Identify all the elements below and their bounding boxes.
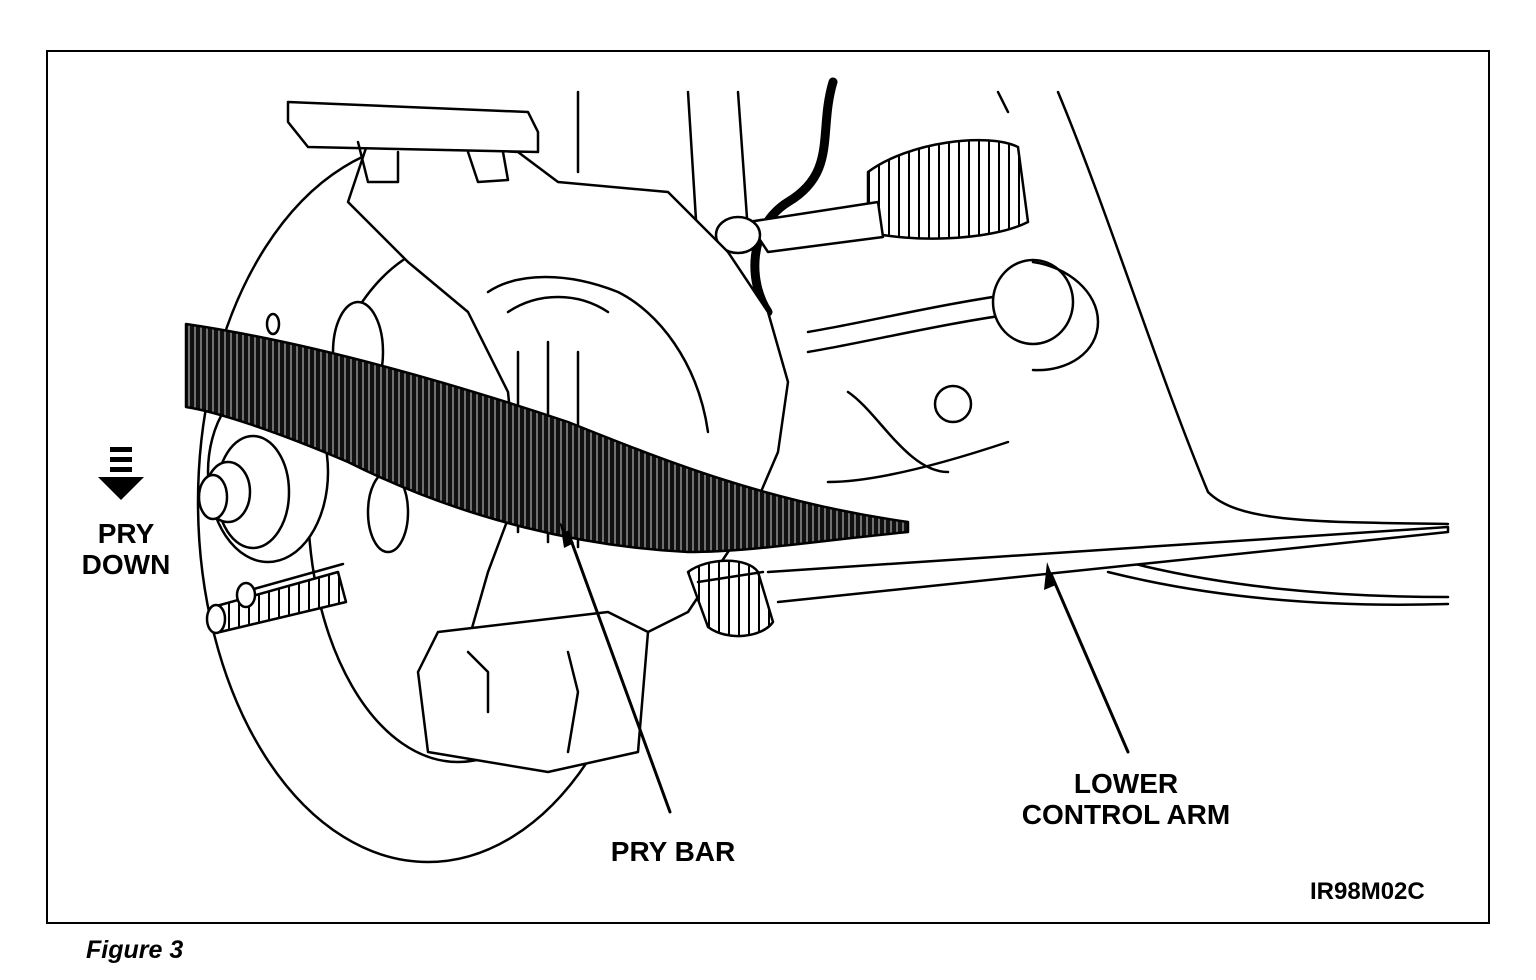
pry-bar-text: PRY BAR (610, 836, 736, 867)
pry-bar-label: PRY BAR (588, 836, 758, 867)
pry-down-line2: DOWN (81, 549, 171, 580)
lower-control-arm-line1: LOWER (1073, 768, 1179, 799)
tie-rod-ball (714, 215, 762, 255)
figure-frame: PRY DOWN PRY BAR LOWER CONTROL ARM IR98M… (46, 50, 1490, 924)
pry-bar-leader (566, 530, 672, 814)
suspension-illustration (98, 77, 1450, 864)
tie-rod-boot (866, 138, 1030, 240)
figure-code: IR98M02C (1310, 878, 1425, 905)
pry-down-arrow (98, 447, 144, 500)
lower-control-arm-leader (1049, 572, 1130, 754)
nut (933, 384, 973, 424)
lower-control-arm (766, 525, 1450, 604)
pry-bar (184, 322, 910, 554)
lower-control-arm-label: LOWER CONTROL ARM (998, 768, 1254, 830)
frame-rail-line (1056, 90, 1450, 526)
pry-down-line1: PRY (97, 518, 155, 549)
figure-caption: Figure 3 (86, 936, 184, 964)
lower-control-arm-line2: CONTROL ARM (1021, 799, 1231, 830)
tie-rod-end (746, 200, 885, 254)
wire-harness (750, 77, 838, 317)
pry-down-label: PRY DOWN (76, 518, 176, 580)
caliper-top-bracket (286, 100, 540, 154)
caliper-bottom-bracket (416, 610, 650, 774)
